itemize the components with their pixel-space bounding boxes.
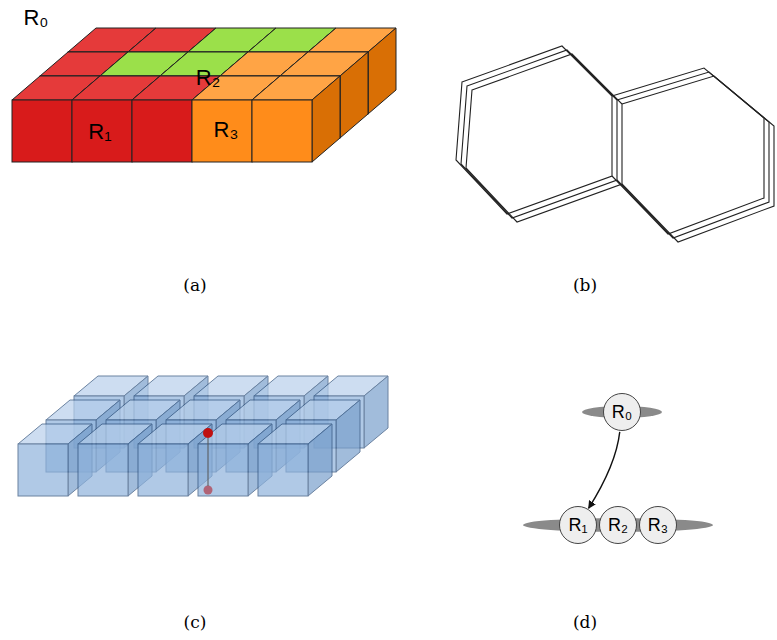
region-label: R₂	[196, 65, 220, 91]
cube-front	[18, 444, 68, 496]
wire-loop	[617, 72, 769, 238]
cube-side	[336, 400, 360, 472]
node-text: R₂	[608, 515, 628, 536]
cube-front	[138, 444, 188, 496]
node-text: R₀	[612, 402, 632, 423]
cube-front	[198, 444, 248, 496]
cube-front	[12, 100, 72, 162]
panel-label: (d)	[573, 612, 597, 632]
dot-link	[208, 438, 209, 486]
wire-loop	[466, 54, 622, 222]
region-circle: R₁	[559, 506, 597, 544]
panel-label: (b)	[573, 275, 597, 295]
region-label: R₀	[23, 5, 48, 31]
wire-loop	[612, 68, 764, 234]
cube-front	[132, 100, 192, 162]
cube-side	[312, 76, 340, 162]
cube	[258, 424, 332, 496]
region-circle: R₂	[599, 506, 637, 544]
cube-side	[308, 424, 332, 496]
cube	[252, 76, 340, 162]
region-label: R₁	[88, 119, 111, 145]
cube-front	[78, 444, 128, 496]
connector-arrow	[589, 432, 620, 508]
red-dot	[204, 486, 213, 495]
cube-front	[192, 100, 252, 162]
panel-label: (c)	[184, 612, 207, 632]
node-text: R₁	[568, 515, 587, 536]
cube-side	[364, 376, 388, 448]
red-dot	[203, 428, 213, 438]
panel-label: (a)	[183, 275, 206, 295]
cube-side	[340, 52, 368, 138]
cube-side	[368, 28, 396, 114]
cube-front	[258, 444, 308, 496]
region-circle: R₀	[603, 393, 641, 431]
region-circle: R₃	[639, 506, 677, 544]
wire-loop	[622, 76, 774, 242]
node-text: R₃	[648, 515, 668, 536]
cube-front	[72, 100, 132, 162]
cube-front	[252, 100, 312, 162]
region-label: R₃	[214, 117, 239, 143]
